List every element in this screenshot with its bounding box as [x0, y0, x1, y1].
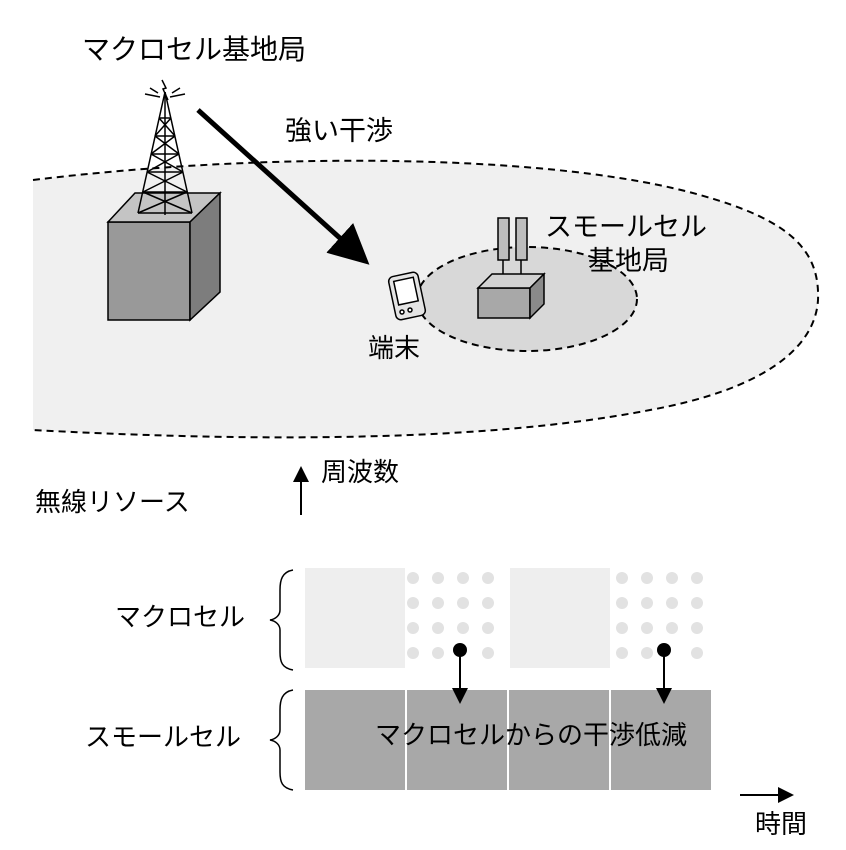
small-cell-brace [269, 689, 294, 791]
small-resource-block [509, 690, 609, 790]
macro-cell-brace [269, 569, 294, 671]
interference-reduction-label: マクロセルからの干渉低減 [375, 721, 688, 751]
radio-resource-label: 無線リソース [35, 488, 190, 518]
interference-arrow [196, 108, 370, 265]
small-bs-icon [476, 217, 546, 320]
time-label: 時間 [755, 810, 808, 840]
small-resource-block [407, 690, 507, 790]
macro-blank-dots [407, 572, 703, 659]
small-bs-label-line2: 基地局 [588, 246, 669, 277]
terminal-icon [387, 271, 427, 321]
reduction-pointer [452, 643, 468, 704]
reduction-pointer [656, 643, 672, 704]
macro-resource-block [305, 568, 405, 668]
frequency-label: 周波数 [321, 458, 400, 488]
strong-interference-label: 強い干渉 [285, 116, 393, 147]
small-bs-label-line1: スモールセル [545, 212, 707, 243]
small-resource-block [611, 690, 711, 790]
small-resource-block [305, 690, 405, 790]
macro-resource-block [510, 568, 610, 668]
terminal-label: 端末 [368, 334, 421, 364]
small-cell-label: スモールセル [85, 723, 242, 753]
macro-building-icon [106, 191, 222, 322]
macro-tower-icon [137, 79, 193, 215]
macro-bs-label: マクロセル基地局 [82, 33, 307, 66]
macro-cell-label: マクロセル [115, 603, 246, 633]
